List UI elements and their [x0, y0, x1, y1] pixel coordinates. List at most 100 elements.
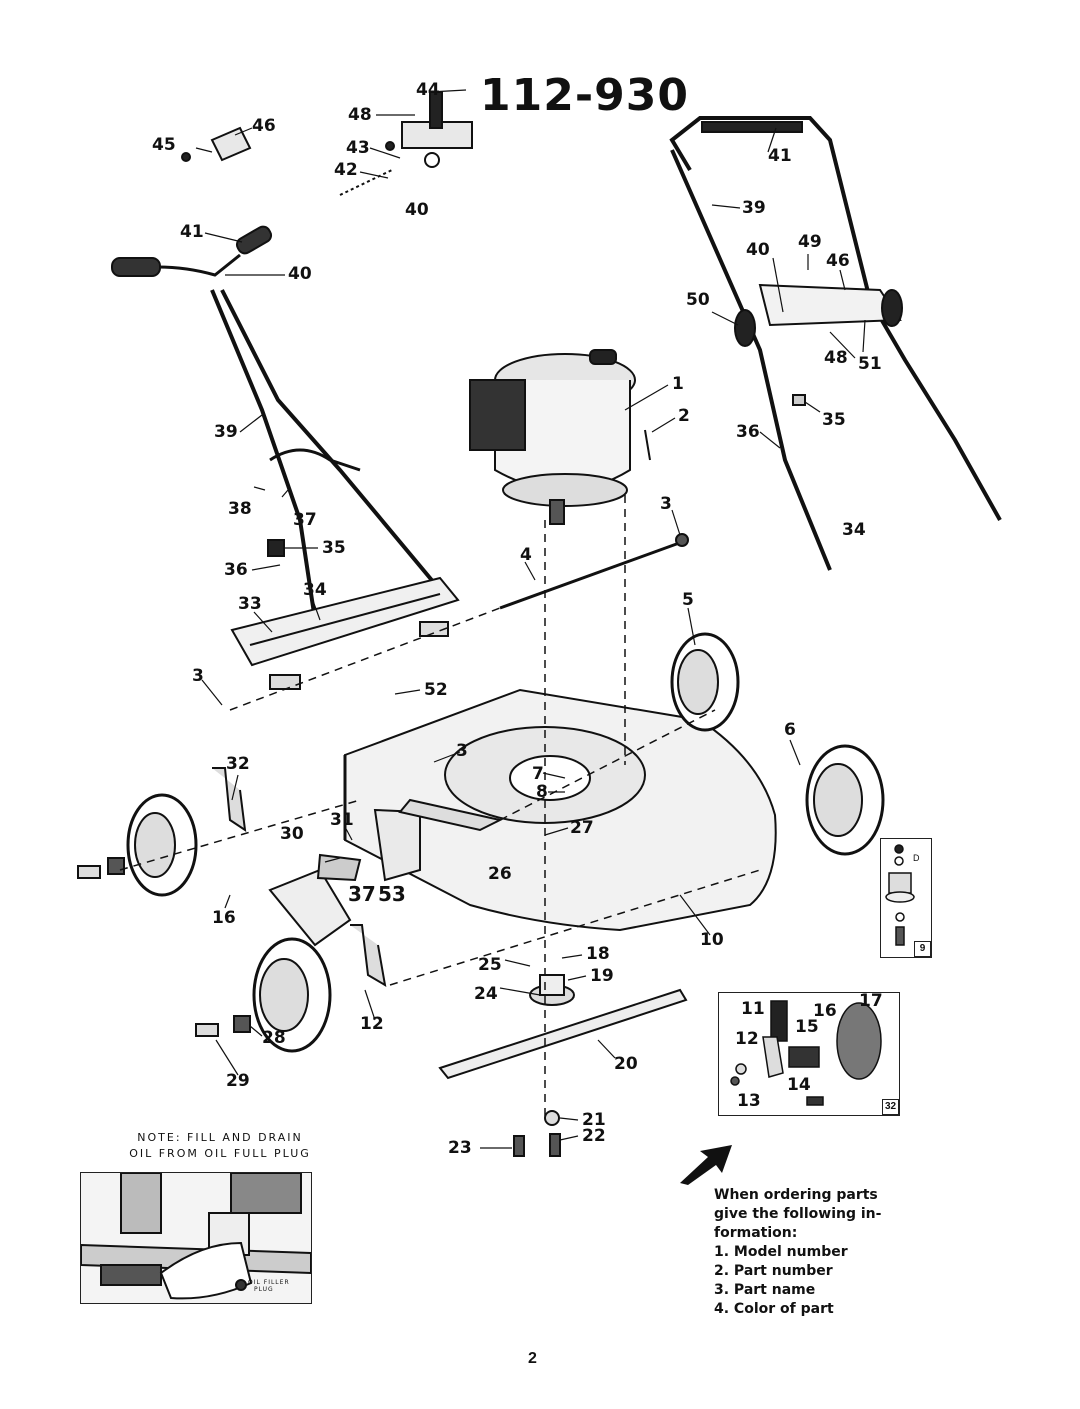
callout-46: 46 [826, 251, 850, 271]
callout-4: 4 [520, 545, 532, 565]
inset-9-badge: 9 [914, 941, 931, 957]
callout-43: 43 [346, 138, 370, 158]
callout-5: 5 [682, 590, 694, 610]
inset-32-callout-17: 17 [859, 991, 883, 1011]
callout-2: 2 [678, 406, 690, 426]
inset-32-badge: 32 [882, 1099, 899, 1115]
callout-39: 39 [214, 422, 238, 442]
callout-32: 32 [226, 754, 250, 774]
handle-clip [181, 126, 252, 162]
callout-36: 36 [736, 422, 760, 442]
ordering-instructions-lead: When ordering parts give the following i… [714, 1187, 882, 1241]
callout-42: 42 [334, 160, 358, 180]
right-handle-assembly [669, 116, 1002, 571]
callout-46: 46 [252, 116, 276, 136]
callout-27: 27 [570, 818, 594, 838]
callout-38: 38 [228, 499, 252, 519]
ordering-instructions-list: 1. Model number 2. Part number 3. Part n… [714, 1243, 904, 1319]
callout-34: 34 [303, 580, 327, 600]
callout-18: 18 [586, 944, 610, 964]
callout-40: 40 [405, 200, 429, 220]
callout-33: 33 [238, 594, 262, 614]
inset-32: 11 16 17 15 12 14 13 32 [718, 992, 900, 1116]
callout-31: 31 [330, 810, 354, 830]
callout-3: 3 [660, 494, 672, 514]
callout-35: 35 [822, 410, 846, 430]
callout-35: 35 [322, 538, 346, 558]
blade-adapter [529, 974, 575, 1006]
inset-32-callout-12: 12 [735, 1029, 759, 1049]
ordering-item: 1. Model number [714, 1244, 848, 1260]
oil-filler-photo: OIL FILLER PLUG [80, 1172, 312, 1304]
callout-34: 34 [842, 520, 866, 540]
callout-44: 44 [416, 80, 440, 100]
oil-filler-plug-label-line-2: PLUG [254, 1286, 274, 1293]
callout-39: 39 [742, 198, 766, 218]
oil-filler-plug-label-line-1: OIL FILLER [248, 1279, 290, 1286]
callout-26: 26 [488, 864, 512, 884]
oil-note-line-2: OIL FROM OIL FULL PLUG [129, 1147, 311, 1160]
callout-24: 24 [474, 984, 498, 1004]
callout-3: 3 [456, 741, 468, 761]
callout-40: 40 [746, 240, 770, 260]
oil-note-line-1: NOTE: FILL AND DRAIN [137, 1131, 303, 1144]
callout-51: 51 [858, 354, 882, 374]
pointer-arrow-icon [680, 1145, 732, 1185]
inset-32-callout-16: 16 [813, 1001, 837, 1021]
callout-41: 41 [768, 146, 792, 166]
callout-53: 53 [378, 882, 406, 906]
inset-32-callout-13: 13 [737, 1091, 761, 1111]
oil-filler-illustration [81, 1173, 311, 1300]
callout-52: 52 [424, 680, 448, 700]
callout-48: 48 [824, 348, 848, 368]
callout-37: 37 [348, 882, 376, 906]
callout-25: 25 [478, 955, 502, 975]
inset-32-callout-14: 14 [787, 1075, 811, 1095]
inset-32-callout-11: 11 [741, 999, 765, 1019]
callout-12: 12 [360, 1014, 384, 1034]
callout-20: 20 [614, 1054, 638, 1074]
callout-50: 50 [686, 290, 710, 310]
callout-29: 29 [226, 1071, 250, 1091]
inset-9-drawing [885, 844, 915, 946]
wheel-front-left [252, 937, 332, 1053]
callout-49: 49 [798, 232, 822, 252]
throttle-control [339, 91, 473, 196]
callout-37: 37 [293, 510, 317, 530]
ordering-item: 4. Color of part [714, 1301, 834, 1317]
left-handle-assembly [111, 225, 442, 641]
callout-6: 6 [784, 720, 796, 740]
callout-8: 8 [536, 782, 548, 802]
callout-45: 45 [152, 135, 176, 155]
callout-30: 30 [280, 824, 304, 844]
ordering-item: 2. Part number [714, 1263, 833, 1279]
inset-9: D 9 [880, 838, 932, 958]
callout-23: 23 [448, 1138, 472, 1158]
callout-48: 48 [348, 105, 372, 125]
callout-28: 28 [262, 1028, 286, 1048]
wheel-front-right [670, 632, 740, 732]
callout-41: 41 [180, 222, 204, 242]
page-number: 2 [528, 1350, 537, 1367]
engine [469, 349, 636, 525]
callout-36: 36 [224, 560, 248, 580]
callout-10: 10 [700, 930, 724, 950]
inset-32-drawing [730, 1000, 882, 1106]
callout-19: 19 [590, 966, 614, 986]
callout-7: 7 [532, 764, 544, 784]
callout-16: 16 [212, 908, 236, 928]
callout-22: 22 [582, 1126, 606, 1146]
callout-40: 40 [288, 264, 312, 284]
callout-21: 21 [582, 1110, 606, 1130]
callout-1: 1 [672, 374, 684, 394]
ordering-item: 3. Part name [714, 1282, 816, 1298]
ordering-instructions: When ordering parts give the following i… [714, 1186, 904, 1319]
inset-9-letter: D [913, 853, 920, 863]
inset-32-callout-15: 15 [795, 1017, 819, 1037]
cutting-blade [438, 988, 688, 1080]
grass-deflector [230, 576, 460, 690]
model-number: 112-930 [480, 70, 689, 121]
callout-3: 3 [192, 666, 204, 686]
oil-filler-plug-label: OIL FILLER PLUG [248, 1279, 290, 1293]
